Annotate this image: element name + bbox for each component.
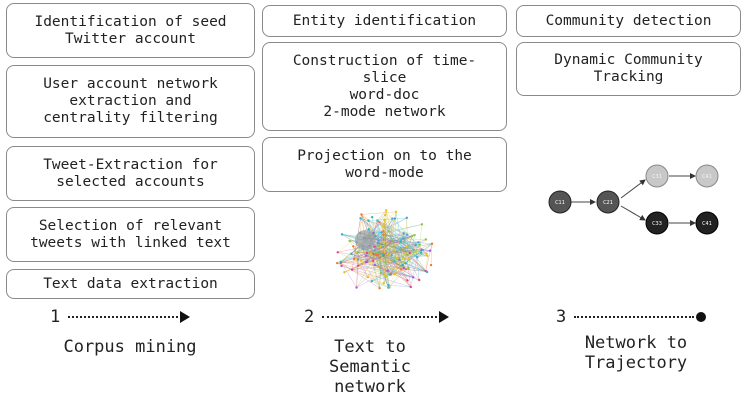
- node-label-4: C41: [702, 174, 712, 180]
- tweet-selection-box: Selection of relevant tweets with linked…: [6, 207, 255, 262]
- step-1-marker: 1: [50, 307, 191, 327]
- trajectory-node-5: C33: [645, 211, 669, 235]
- phase-label-corpus-mining: Corpus mining: [63, 337, 197, 357]
- step-3-dots: [574, 316, 695, 318]
- node-label-5: C33: [652, 221, 662, 227]
- trajectory-edges: [571, 173, 696, 226]
- text-extraction-box: Text data extraction: [6, 269, 255, 299]
- step-2-number: 2: [304, 307, 315, 327]
- step-2-marker: 2: [304, 307, 450, 327]
- time-slice-network-box: Construction of time- slice word-doc 2-m…: [262, 42, 507, 131]
- phase-label-trajectory: Network to Trajectory: [584, 333, 688, 373]
- edge-2-5: [620, 205, 646, 221]
- node-label-2: C21: [603, 200, 613, 206]
- trajectory-node-3: C31: [645, 164, 669, 188]
- trajectory-nodes: C11 C21 C31 C41 C33 C41: [548, 164, 719, 235]
- node-label-1: C11: [555, 200, 565, 206]
- phase-label-semantic-network: Text to Semantic network: [329, 337, 411, 397]
- step-1-arrow-icon: [180, 311, 191, 323]
- trajectory-node-6: C41: [695, 211, 719, 235]
- step-3-number: 3: [556, 307, 567, 327]
- community-detection-box: Community detection: [516, 5, 741, 37]
- trajectory-node-4: C41: [695, 164, 719, 188]
- edge-2-3: [620, 179, 646, 199]
- step-3-end-dot-icon: [696, 312, 707, 322]
- trajectory-node-2: C21: [596, 190, 620, 214]
- trajectory-node-1: C11: [548, 190, 572, 214]
- tweet-extraction-box: Tweet-Extraction for selected accounts: [6, 146, 255, 201]
- network-extraction-box: User account network extraction and cent…: [6, 65, 255, 138]
- node-label-3: C31: [652, 174, 662, 180]
- node-label-6: C41: [702, 221, 712, 227]
- step-1-number: 1: [50, 307, 61, 327]
- seed-account-box: Identification of seed Twitter account: [6, 3, 255, 58]
- entity-identification-box: Entity identification: [262, 5, 507, 37]
- projection-box: Projection on to the word-mode: [262, 137, 507, 192]
- step-3-marker: 3: [556, 307, 707, 327]
- community-tracking-box: Dynamic Community Tracking: [516, 42, 741, 96]
- step-2-arrow-icon: [439, 311, 450, 323]
- step-1-dots: [68, 316, 179, 318]
- step-2-dots: [322, 316, 438, 318]
